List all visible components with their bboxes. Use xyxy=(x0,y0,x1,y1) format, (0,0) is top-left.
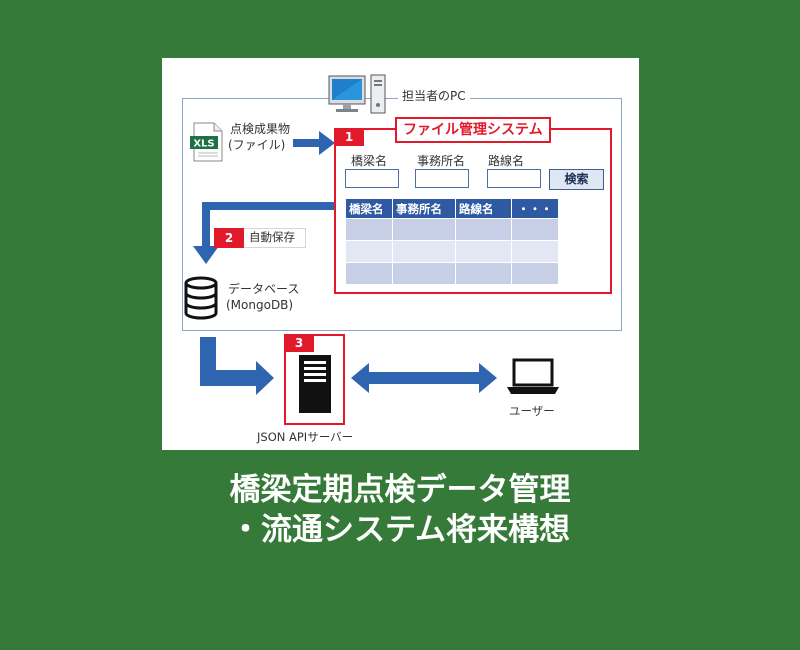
route-name-input[interactable] xyxy=(487,169,541,188)
arrow-server-user xyxy=(351,363,497,393)
arrow-database-to-server xyxy=(200,337,274,395)
field-label-route: 路線名 xyxy=(488,154,525,168)
badge-1: 1 xyxy=(334,128,364,146)
title-block: 橋梁定期点検データ管理 ・流通システム将来構想 xyxy=(0,470,800,550)
app-title: ファイル管理システム xyxy=(395,117,551,143)
col-header-bridge: 橋梁名 xyxy=(345,198,393,219)
col-header-route: 路線名 xyxy=(455,198,512,219)
badge-3: 3 xyxy=(284,334,314,352)
field-label-bridge: 橋梁名 xyxy=(351,154,388,168)
flow-arrows xyxy=(193,131,497,395)
col-header-more: ・・・ xyxy=(511,198,559,219)
inspection-files-label: 点検成果物 xyxy=(230,122,291,136)
pc-label: 担当者のPC xyxy=(398,89,470,104)
table-row xyxy=(345,218,559,241)
pc-icon xyxy=(328,74,386,114)
col-header-office: 事務所名 xyxy=(392,198,456,219)
arrow-app-to-database xyxy=(193,202,334,264)
autosave-label: 自動保存 xyxy=(249,230,295,244)
server-icon xyxy=(299,355,331,413)
field-label-office: 事務所名 xyxy=(417,154,466,168)
bridge-name-input[interactable] xyxy=(345,169,399,188)
inspection-files-sublabel: (ファイル) xyxy=(228,138,286,152)
diagram-card: 担当者のPC XLS 点検成果物 (ファイル) 1 ファイル管理システム 橋梁名… xyxy=(162,58,639,450)
json-api-server-box xyxy=(284,334,345,425)
result-table: 橋梁名 事務所名 路線名 ・・・ xyxy=(345,198,559,285)
laptop-icon xyxy=(507,358,559,394)
server-label: JSON APIサーバー xyxy=(257,430,354,444)
database-label: データベース xyxy=(228,282,300,296)
user-label: ユーザー xyxy=(509,404,555,418)
arrow-file-to-app xyxy=(293,131,335,155)
xls-text: XLS xyxy=(193,139,214,150)
title-line-2: ・流通システム将来構想 xyxy=(229,512,571,548)
search-button[interactable]: 検索 xyxy=(549,169,604,190)
table-row xyxy=(345,240,559,263)
title-line-1: 橋梁定期点検データ管理 xyxy=(229,472,571,508)
database-icon xyxy=(184,276,218,320)
xls-file-icon: XLS xyxy=(190,122,223,162)
office-name-input[interactable] xyxy=(415,169,469,188)
table-row xyxy=(345,262,559,285)
database-sublabel: (MongoDB) xyxy=(226,298,294,312)
badge-2: 2 xyxy=(214,228,244,248)
